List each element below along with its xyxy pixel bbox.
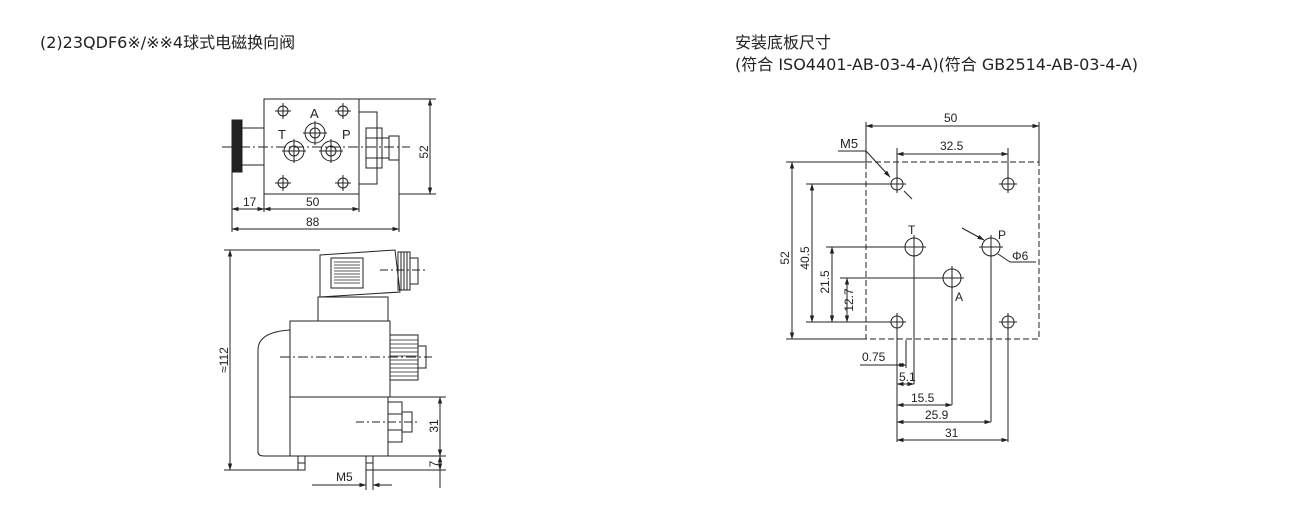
- dim-50-label: 50: [306, 195, 320, 209]
- port-a-label: A: [310, 106, 319, 121]
- mounting-plate-labels: M5 T P A Φ6 50 32.5 52 40.5 21.5 12.7 0.…: [778, 111, 1029, 440]
- dim-0-75-label: 0.75: [862, 350, 886, 364]
- port-t-label: T: [908, 223, 916, 237]
- port-p-icon: [319, 139, 343, 163]
- dim-25-9-label: 25.9: [925, 408, 949, 422]
- dim-112-label: ≈112: [217, 347, 231, 373]
- dim-52-label: 52: [778, 251, 792, 265]
- bolt-hole-icon: [999, 313, 1017, 331]
- bolt-hole-icon: [335, 103, 351, 119]
- valve-front-view-labels: ≈112 31 7 M5: [217, 347, 441, 484]
- plate-standard-subtitle: (符合 ISO4401-AB-03-4-A)(符合 GB2514-AB-03-4…: [735, 55, 1139, 74]
- mounting-plate: [786, 122, 1040, 443]
- port-t-label: T: [278, 127, 286, 142]
- port-a-icon: [940, 266, 964, 290]
- dim-17-label: 17: [243, 195, 257, 209]
- port-t-icon: [282, 139, 306, 163]
- port-a-label: A: [955, 290, 963, 304]
- port-p-icon: [979, 235, 1003, 259]
- diameter-label: Φ6: [1012, 249, 1029, 263]
- dim-12-7-label: 12.7: [842, 288, 856, 312]
- dim-52-label: 52: [417, 145, 431, 159]
- bolt-hole-icon: [335, 175, 351, 191]
- valve-top-view-labels: A T P 52 17 50 88: [243, 106, 431, 229]
- dim-21-5-label: 21.5: [818, 270, 832, 294]
- bolt-hole-icon: [999, 175, 1017, 193]
- valve-top-view: [222, 98, 436, 232]
- bolt-hole-icon: [275, 175, 291, 191]
- port-t-icon: [902, 235, 926, 259]
- thread-m5-label: M5: [336, 470, 353, 484]
- dim-7-label: 7: [427, 460, 441, 467]
- dim-40-5-label: 40.5: [798, 246, 812, 270]
- bolt-hole-icon: [888, 313, 906, 331]
- dim-50-label: 50: [944, 111, 958, 125]
- bolt-hole-icon: [275, 103, 291, 119]
- dim-32-5-label: 32.5: [940, 139, 964, 153]
- dim-31-label: 31: [945, 426, 959, 440]
- port-p-label: P: [342, 127, 351, 142]
- valve-front-view: [224, 249, 446, 490]
- valve-title: (2)23QDF6※/※※4球式电磁换向阀: [40, 33, 296, 52]
- port-a-icon: [303, 121, 327, 145]
- port-p-label: P: [998, 228, 1006, 242]
- dim-5-1-label: 5.1: [899, 370, 916, 384]
- bolt-hole-icon: [888, 175, 906, 193]
- dim-88-label: 88: [306, 215, 320, 229]
- plate-title: 安装底板尺寸: [735, 33, 832, 52]
- thread-m5-label: M5: [840, 136, 858, 151]
- dim-31-label: 31: [427, 419, 441, 433]
- dim-15-5-label: 15.5: [911, 391, 935, 405]
